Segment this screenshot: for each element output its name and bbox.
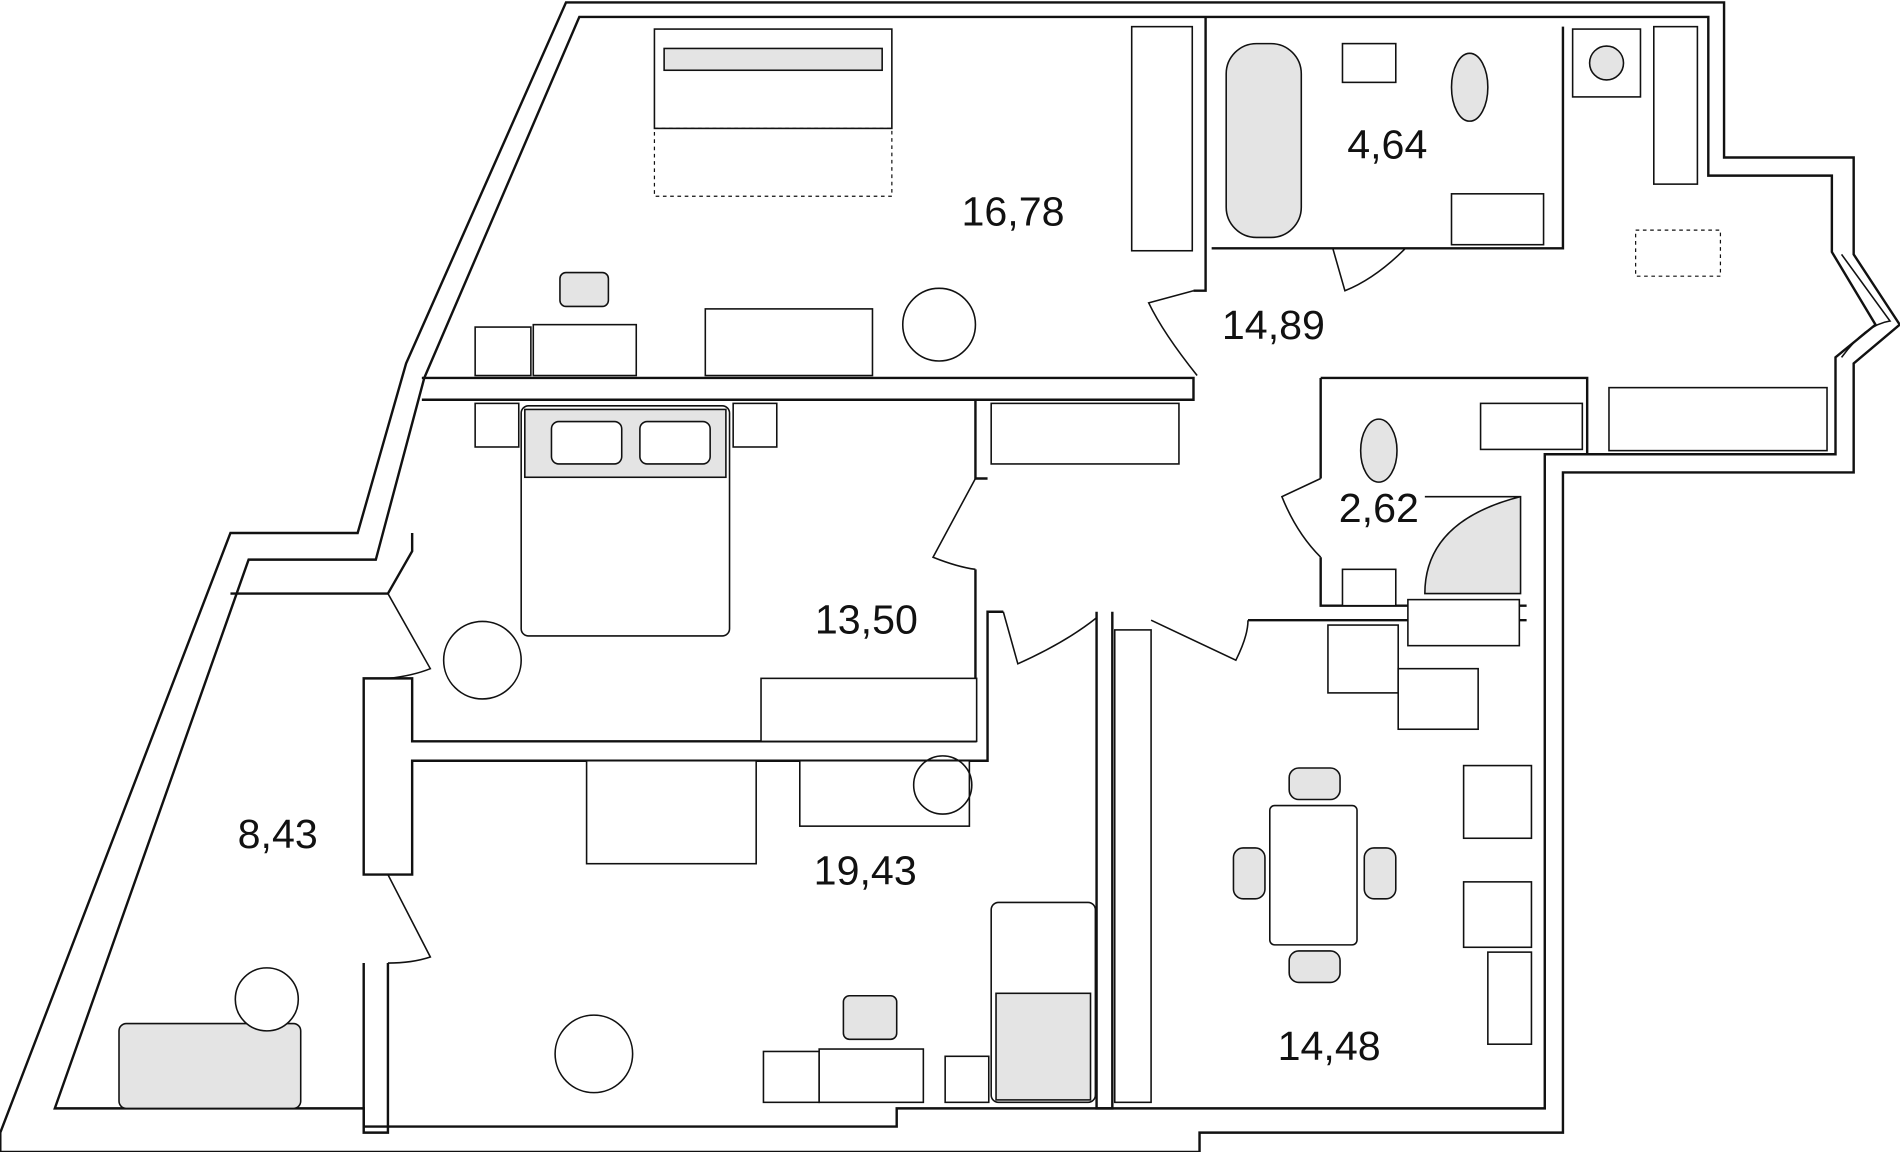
toilet-top	[1450, 52, 1489, 122]
room-area-label: 19,43	[814, 847, 917, 893]
tv-stand-bottom	[799, 759, 971, 827]
plant	[901, 287, 977, 362]
plant	[554, 1014, 634, 1094]
sofa-top	[653, 28, 893, 130]
stove	[1462, 881, 1533, 949]
wardrobe-top	[1130, 25, 1194, 252]
wardrobe-right	[1608, 386, 1828, 452]
shower	[1424, 495, 1522, 595]
storage-column	[1113, 629, 1152, 1104]
desk-bottom	[818, 1048, 925, 1104]
wardrobe-mid	[990, 402, 1180, 465]
plant	[912, 755, 973, 815]
sofa-bottom	[585, 759, 757, 865]
oven	[1487, 951, 1533, 1045]
bathtub	[1225, 42, 1303, 239]
pet-rabbit	[1635, 229, 1722, 277]
doors[interactable]	[387, 247, 1892, 964]
room-area-label: 2,62	[1339, 485, 1419, 531]
pot	[842, 994, 898, 1041]
dining-table	[1269, 804, 1358, 946]
furniture	[118, 25, 1828, 1110]
room-labels: 16,78 4,64 14,89 13,50 2,62 8,43 19,43 1…	[238, 122, 1428, 1069]
plant	[442, 620, 522, 700]
room-area-label: 14,48	[1278, 1023, 1381, 1069]
kitchen-sink	[1397, 667, 1479, 731]
room-area-label: 8,43	[238, 811, 318, 857]
wardrobe-bedroom	[760, 677, 978, 743]
balcony-chair	[234, 967, 300, 1032]
interior-walls	[230, 16, 1589, 1134]
room-area-label: 14,89	[1222, 302, 1325, 348]
room-area-label: 13,50	[815, 597, 918, 643]
room-area-label: 16,78	[961, 188, 1064, 234]
sink	[1341, 42, 1397, 84]
toilet-small	[1359, 418, 1398, 483]
fridge	[1327, 624, 1399, 694]
tv-stand	[704, 308, 874, 377]
room-area-label: 4,64	[1347, 122, 1427, 168]
pot	[559, 271, 610, 308]
balcony-sofa	[118, 1022, 302, 1110]
desk-top	[532, 323, 638, 377]
